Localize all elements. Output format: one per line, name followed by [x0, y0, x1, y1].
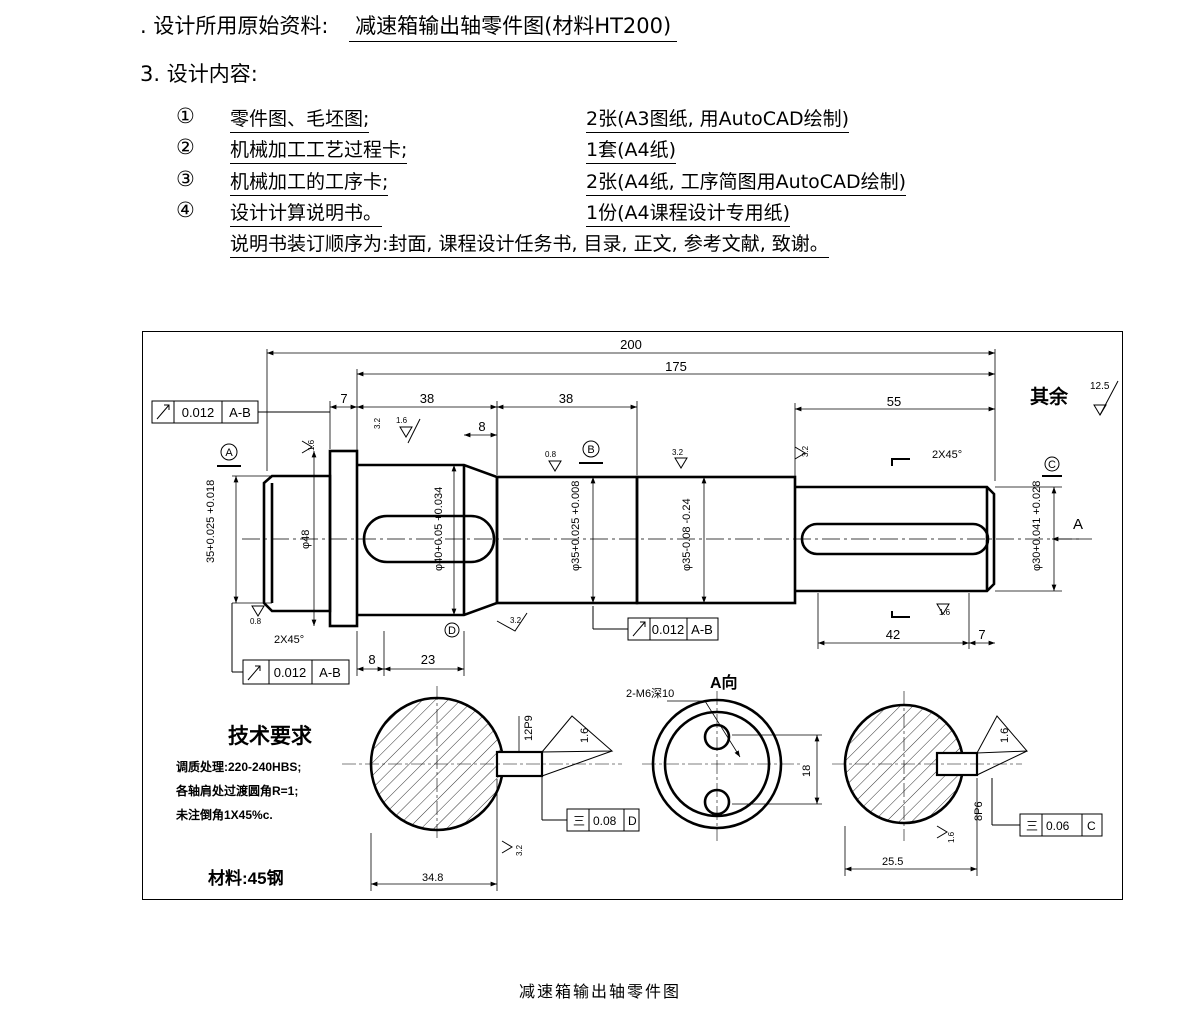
dim-255: 25.5 [882, 856, 903, 868]
rough-16a: 1.6 [396, 416, 408, 425]
rough-32c: 3.2 [373, 417, 382, 429]
rough-32a: 3.2 [672, 448, 684, 457]
rough-32d: 3.2 [510, 616, 522, 625]
design-contents-title: 3. 设计内容: [140, 62, 258, 86]
binding-order-row: 说明书装订顺序为:封面, 课程设计任务书, 目录, 正文, 参考文献, 致谢。 [0, 229, 1200, 258]
figure-caption: 减速箱输出轴零件图 [518, 982, 681, 1001]
content-task: 零件图、毛坯图; [230, 104, 370, 133]
content-task: 设计计算说明书。 [230, 198, 383, 227]
dim-8-top: 8 [478, 419, 485, 434]
dim-18: 18 [801, 765, 813, 777]
content-row-2: ② 机械加工工艺过程卡; 1套(A4纸) [0, 135, 1200, 164]
content-num: ② [176, 135, 195, 159]
dim-8p6: 8P6 [973, 801, 985, 821]
view-a [642, 691, 822, 841]
datum-d: D [448, 625, 456, 637]
rough-08a: 0.8 [545, 450, 557, 459]
dim-38-a: 38 [420, 391, 434, 406]
section-right [832, 691, 1103, 876]
dim-23: 23 [421, 652, 435, 667]
dim-42: 42 [886, 627, 900, 642]
fcf2-ref: A-B [691, 622, 713, 637]
sym1-ref: D [628, 814, 637, 828]
rough-16d: 1.6 [579, 728, 591, 743]
rough-other-label: 其余 [1030, 385, 1069, 408]
rough-16e: 1.6 [999, 728, 1011, 743]
content-num: ③ [176, 167, 195, 191]
datum-b: B [587, 444, 594, 456]
dim-dia40: φ40+0.05 +0.034 [433, 487, 445, 571]
rough-08b: 0.8 [250, 617, 262, 626]
datum-a: A [225, 447, 233, 459]
tech-line-3: 未注倒角1X45%c. [175, 807, 273, 822]
content-row-3: ③ 机械加工的工序卡; 2张(A4纸, 工序简图用AutoCAD绘制) [0, 167, 1200, 196]
dim-12p9: 12P9 [523, 715, 535, 741]
design-materials-line: . 设计所用原始资料: 减速箱输出轴零件图(材料HT200) [140, 10, 678, 42]
dim-dia35-c: φ35-0.08 -0.24 [681, 498, 693, 571]
dim-dia30: φ30+0.041 +0.028 [1031, 481, 1043, 571]
section-left [342, 686, 640, 891]
dim-8-bottom: 8 [368, 652, 375, 667]
materials-label: . 设计所用原始资料: [140, 14, 329, 38]
fcf3-value: 0.012 [274, 665, 307, 680]
rough-other-value: 12.5 [1090, 381, 1110, 392]
drawing-frame [142, 331, 1123, 900]
binding-order: 说明书装订顺序为:封面, 课程设计任务书, 目录, 正文, 参考文献, 致谢。 [230, 229, 829, 258]
view-arrow-a: A [1073, 516, 1083, 533]
dim-175: 175 [665, 359, 687, 374]
content-num: ④ [176, 198, 195, 222]
sym1-glyph: 三 [573, 814, 585, 828]
tech-title: 技术要求 [228, 725, 312, 748]
content-num: ① [176, 104, 195, 128]
materials-value: 减速箱输出轴零件图(材料HT200) [349, 10, 678, 42]
fcf1-ref: A-B [229, 405, 251, 420]
chamfer-right: 2X45° [932, 449, 962, 461]
rough-16c: 1.6 [939, 608, 951, 617]
content-row-1: ① 零件图、毛坯图; 2张(A3图纸, 用AutoCAD绘制) [0, 104, 1200, 133]
shaft-outline [262, 449, 996, 628]
dim-dia35-left: 35+0.025 +0.018 [205, 480, 217, 563]
sym2-ref: C [1087, 819, 1096, 833]
content-detail: 2张(A4纸, 工序简图用AutoCAD绘制) [586, 167, 907, 196]
tech-line-1: 调质处理:220-240HBS; [176, 759, 301, 774]
rough-32b: 3.2 [801, 445, 810, 457]
content-task: 机械加工工艺过程卡; [230, 135, 408, 164]
datum-c: C [1048, 459, 1056, 471]
fcf3-ref: A-B [319, 665, 341, 680]
material-label: 材料:45钢 [208, 868, 284, 888]
tech-line-2: 各轴肩处过渡圆角R=1; [175, 783, 298, 798]
rough-16f: 1.6 [947, 831, 956, 843]
dim-dia48: φ48 [300, 530, 312, 549]
dim-7-bottom: 7 [978, 627, 985, 642]
thread-note: 2-M6深10 [626, 687, 674, 700]
content-detail: 1套(A4纸) [586, 135, 676, 164]
fcf1-value: 0.012 [182, 405, 215, 420]
dim-200: 200 [620, 337, 642, 352]
chamfer-left: 2X45° [274, 634, 304, 646]
fcf2-value: 0.012 [652, 622, 685, 637]
content-row-4: ④ 设计计算说明书。 1份(A4课程设计专用纸) [0, 198, 1200, 227]
rough-32e: 3.2 [515, 844, 524, 856]
sym1-value: 0.08 [593, 814, 617, 828]
dim-38-b: 38 [559, 391, 573, 406]
dim-7-top: 7 [340, 391, 347, 406]
content-detail: 1份(A4课程设计专用纸) [586, 198, 790, 227]
dim-55: 55 [887, 394, 901, 409]
dim-dia35-b: φ35+0.025 +0.008 [570, 481, 582, 571]
sym2-glyph: 三 [1026, 819, 1038, 833]
shaft-drawing: 200 175 7 38 38 55 8 8 23 42 7 35+0.025 … [142, 331, 1123, 900]
content-detail: 2张(A3图纸, 用AutoCAD绘制) [586, 104, 850, 133]
content-task: 机械加工的工序卡; [230, 167, 389, 196]
rough-16b: 1.6 [307, 439, 316, 451]
dim-348: 34.8 [422, 872, 443, 884]
view-a-title: A向 [710, 673, 738, 692]
sym2-value: 0.06 [1046, 819, 1070, 833]
